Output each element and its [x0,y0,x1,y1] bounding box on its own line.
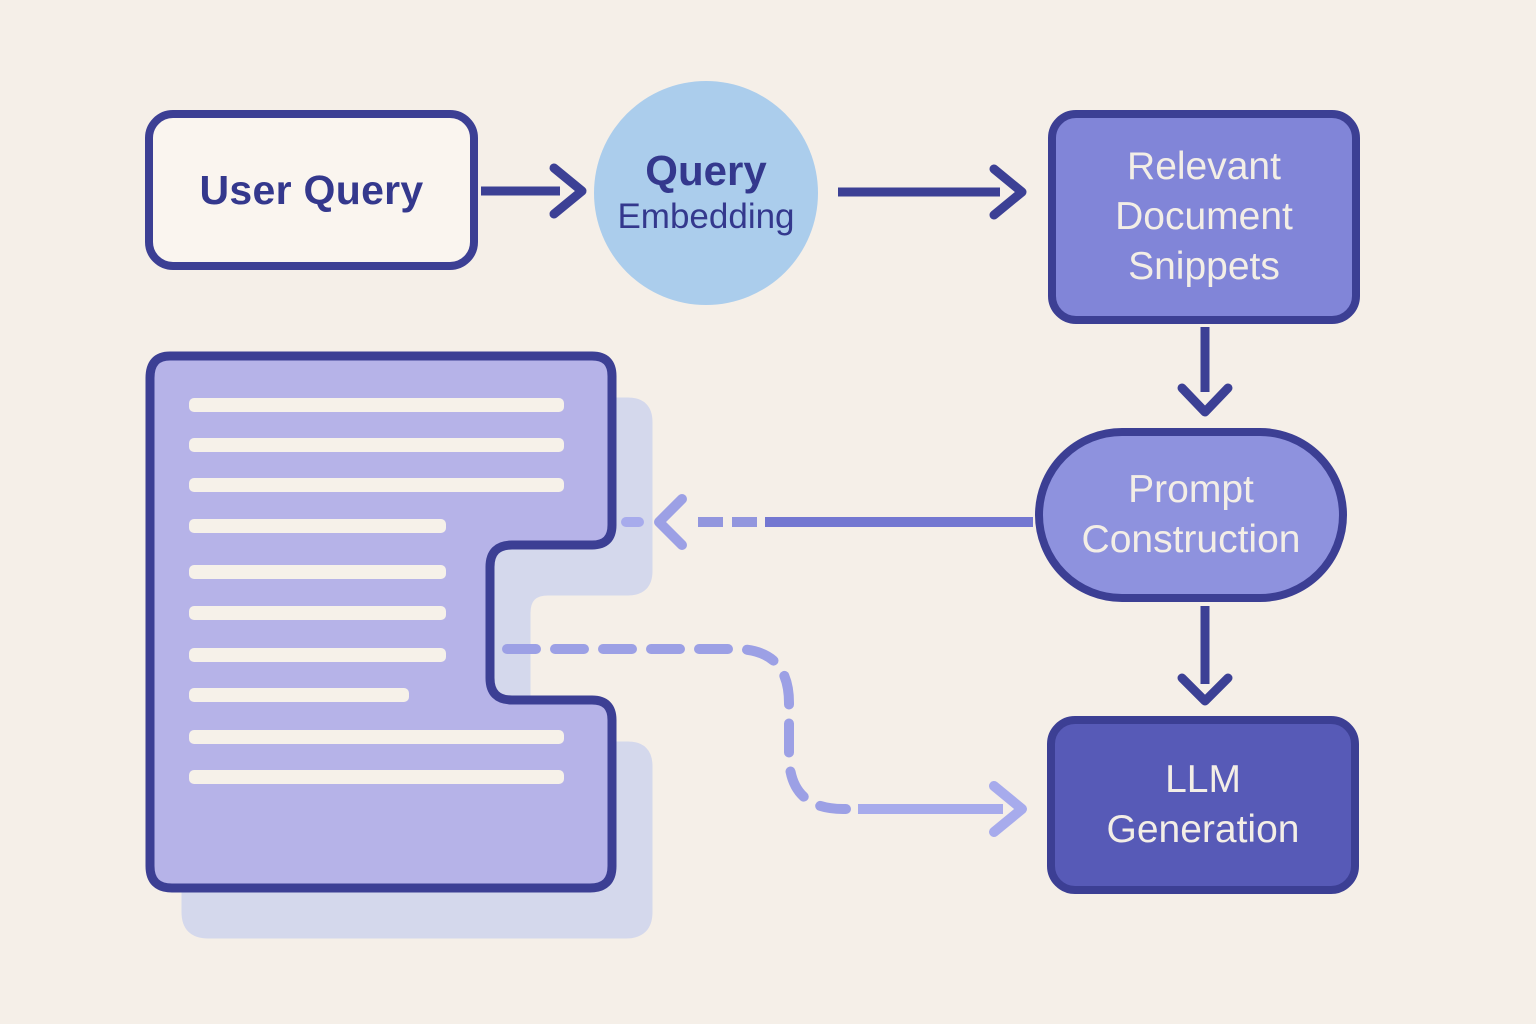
document-text-line [189,478,564,492]
node-relevant-document-snippets-label: Relevant Document Snippets [1115,145,1293,288]
node-query-embedding-title: Query [645,146,767,194]
arrow-document-to-llm [502,644,1027,837]
node-prompt-construction-label: Prompt Construction [1081,468,1301,561]
arrow-snippets-to-prompt [1177,327,1233,417]
node-prompt-construction: Prompt Construction [1035,428,1347,602]
document-text-line [189,688,409,702]
arrow-prompt-to-document [621,494,1033,550]
node-relevant-document-snippets: Relevant Document Snippets [1048,110,1360,324]
arrow-embedding-to-snippets [838,164,1027,220]
node-user-query: User Query [145,110,478,270]
document-text-line [189,565,446,579]
document-text-line [189,519,446,533]
document-text-line [189,770,564,784]
node-llm-generation: LLM Generation [1047,716,1359,894]
node-query-embedding: Query Embedding [594,81,818,305]
document-text-line [189,398,564,412]
document-text-line [189,606,446,620]
arrow-user-query-to-embedding [481,163,587,219]
node-query-embedding-subtitle: Embedding [617,197,795,237]
document-text-line [189,730,564,744]
node-llm-generation-label: LLM Generation [1106,758,1300,851]
arrow-prompt-to-llm [1177,606,1233,706]
document-text-line [189,438,564,452]
document-text-lines [189,398,564,784]
document-icon [145,351,617,893]
node-user-query-label: User Query [199,166,424,213]
document-text-line [189,648,446,662]
